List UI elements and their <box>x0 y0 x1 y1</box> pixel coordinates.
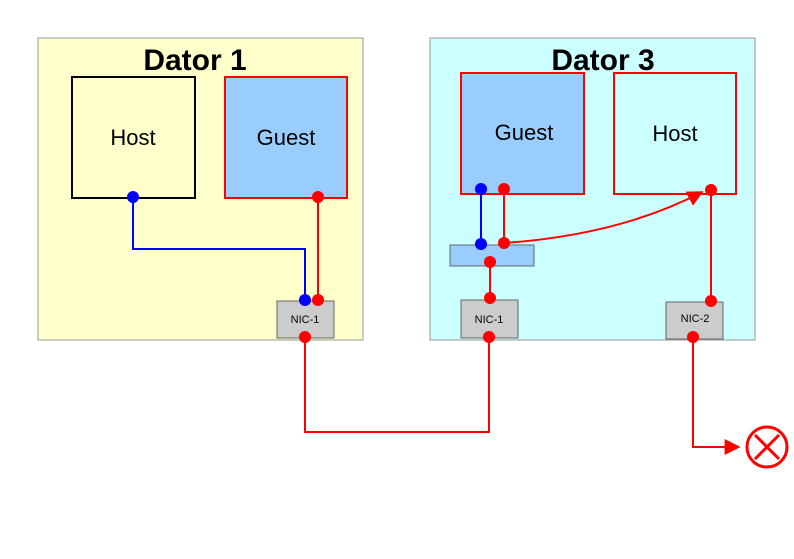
nic-label: NIC-2 <box>681 313 710 325</box>
host-to-nic-link <box>132 197 306 300</box>
host-label: Host <box>110 125 155 150</box>
computer-dator-1: Dator 1 Host Guest NIC-1 <box>37 37 364 341</box>
host-box: Host <box>71 76 196 199</box>
nic-2-top-dot <box>705 295 717 307</box>
computer-title: Dator 3 <box>551 44 654 77</box>
guest-box: Guest <box>224 76 348 199</box>
bridge-port-dot-red <box>498 237 510 249</box>
guest-port-dot-blue <box>475 183 487 195</box>
nic-port-dot-blue <box>299 294 311 306</box>
nic-1-box: NIC-1 <box>460 299 519 339</box>
host-port-dot <box>705 184 717 196</box>
nic-2-bottom-dot <box>687 331 699 343</box>
guest-port-dot <box>312 191 324 203</box>
dator3-nic-1-bottom-dot <box>483 331 495 343</box>
guest-box: Guest <box>460 72 585 195</box>
dator1-nic-bottom-dot <box>299 331 311 343</box>
host-label: Host <box>652 121 697 146</box>
host-box: Host <box>613 72 737 195</box>
nic-port-dot-red <box>312 294 324 306</box>
guest-label: Guest <box>257 125 316 150</box>
guest-label: Guest <box>495 120 554 145</box>
circle-x-icon <box>745 425 789 469</box>
dator1-nic-to-dator3-nic-link <box>304 337 490 433</box>
nic-label: NIC-1 <box>475 314 504 326</box>
computer-dator-3: Dator 3 Guest Host NIC-1 NIC-2 <box>429 37 756 341</box>
nic-1-top-dot <box>484 292 496 304</box>
nic-label: NIC-1 <box>291 314 320 326</box>
bridge-to-host-link <box>503 191 704 244</box>
bridge-port-dot-blue <box>475 238 487 250</box>
guest-port-dot-red <box>498 183 510 195</box>
computer-title: Dator 1 <box>143 44 246 77</box>
nic-2-to-blocked-link <box>692 337 741 455</box>
host-port-dot <box>127 191 139 203</box>
bridge-bottom-dot <box>484 256 496 268</box>
